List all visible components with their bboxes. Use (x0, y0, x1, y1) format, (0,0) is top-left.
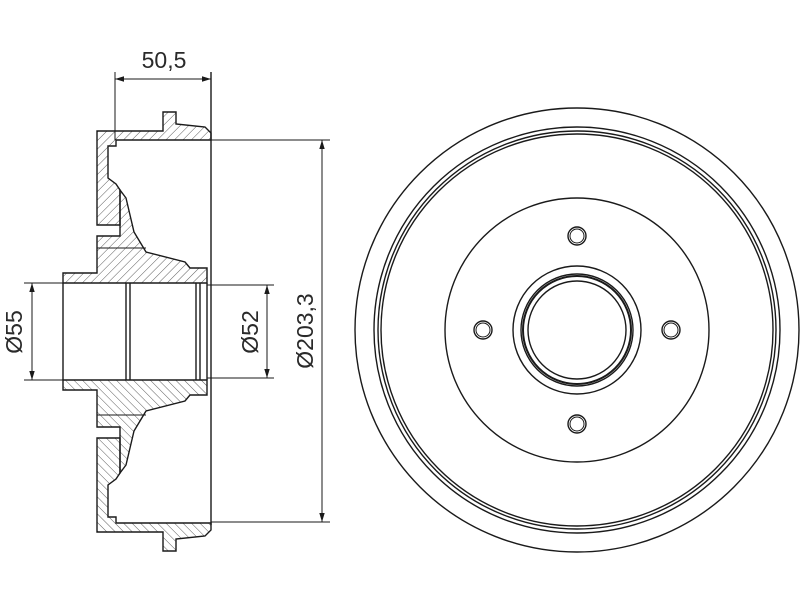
section-view (62, 72, 212, 552)
front-view (354, 107, 800, 553)
dimension-bore-outer: Ø55 (1, 282, 63, 381)
bore-ring (520, 273, 634, 387)
dimension-width-label: 50,5 (142, 47, 187, 73)
drum-wall-section (96, 111, 212, 226)
dimension-bore-inner-label: Ø52 (237, 310, 263, 353)
dimension-drum-diameter-label: Ø203,3 (292, 293, 318, 368)
dimension-width: 50,5 (114, 47, 211, 140)
section-upper-half (62, 111, 212, 284)
rib-section (62, 187, 208, 284)
bore-ring (522, 275, 632, 385)
bolt-hole (661, 320, 681, 340)
section-lower-half (62, 379, 212, 552)
dimension-bore-outer-label: Ø55 (1, 310, 27, 353)
bolt-hole (473, 320, 493, 340)
drum-rim-circle (373, 126, 781, 534)
bolt-hole (567, 414, 587, 434)
drum-outer-circle (354, 107, 800, 553)
drum-rim-circle (377, 130, 777, 530)
dimension-bore-inner: Ø52 (207, 284, 274, 379)
dimension-drum-diameter: Ø203,3 (211, 139, 330, 523)
drum-rim-circle (380, 133, 774, 527)
bolt-hole (567, 226, 587, 246)
hub-circle (512, 265, 642, 395)
bore-circle (527, 280, 627, 380)
hub-flange-circle (444, 197, 710, 463)
